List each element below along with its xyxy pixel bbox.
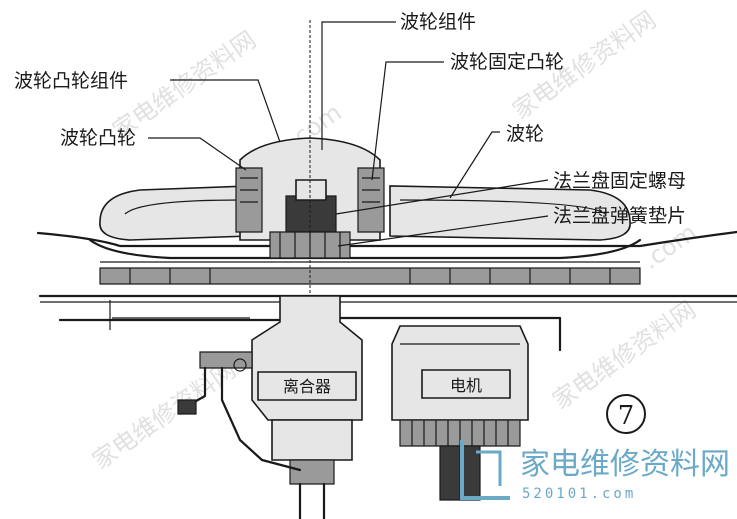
logo-bracket-icon bbox=[460, 440, 510, 500]
label-flange-fixing-nut: 法兰盘固定螺母 bbox=[553, 170, 686, 192]
impeller-cam-assembly-part bbox=[235, 20, 385, 300]
tub-frame bbox=[36, 230, 737, 352]
label-flange-spring-washer: 法兰盘弹簧垫片 bbox=[553, 205, 686, 227]
clutch-part: 离合器 bbox=[251, 295, 363, 519]
label-impeller-cam: 波轮凸轮 bbox=[60, 127, 136, 149]
impeller-part bbox=[88, 185, 642, 285]
watermark-text: 家电维修资料网 bbox=[547, 296, 701, 415]
figure-number-text: 7 bbox=[618, 401, 635, 431]
label-impeller-cam-assembly: 波轮凸轮组件 bbox=[14, 70, 128, 92]
site-logo: 家电维修资料网 520101.com bbox=[460, 440, 730, 502]
brake-linkage bbox=[177, 351, 302, 472]
logo-bracket-icon bbox=[476, 450, 502, 486]
label-impeller-fixing-cam: 波轮固定凸轮 bbox=[450, 51, 564, 73]
watermark-text: 家电维修资料网 bbox=[87, 356, 241, 475]
leader-lines bbox=[148, 21, 549, 247]
label-impeller: 波轮 bbox=[506, 123, 544, 145]
part-labels: 波轮组件 波轮固定凸轮 波轮凸轮组件 波轮凸轮 波轮 法兰盘固定螺母 法兰盘弹簧… bbox=[14, 11, 686, 227]
clutch-label: 离合器 bbox=[283, 377, 331, 396]
logo-text: 家电维修资料网 bbox=[520, 447, 730, 482]
motor-label: 电机 bbox=[450, 376, 482, 395]
label-impeller-assembly: 波轮组件 bbox=[400, 11, 476, 33]
logo-url: 520101.com bbox=[522, 486, 636, 502]
figure-number: 7 bbox=[606, 394, 646, 434]
